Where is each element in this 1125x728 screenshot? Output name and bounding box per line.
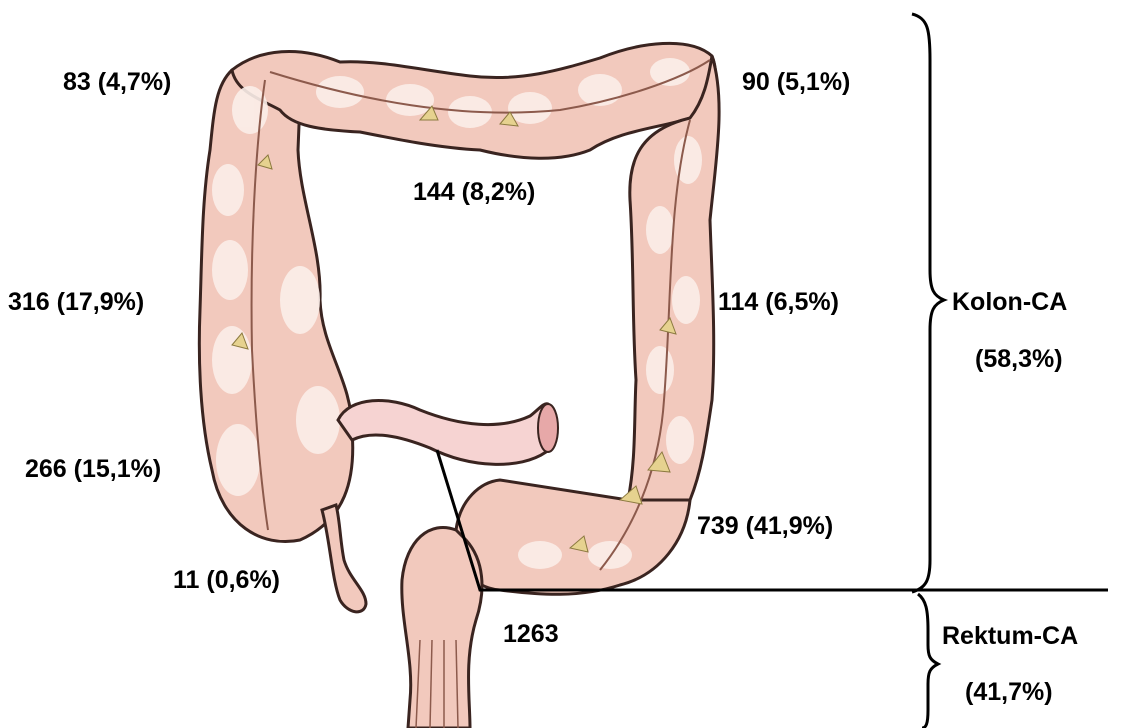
large-intestine bbox=[199, 43, 719, 594]
rectum-brace bbox=[918, 594, 938, 728]
hepatic-flexure-label: 83 (4,7%) bbox=[63, 68, 171, 96]
ileum-opening bbox=[538, 404, 558, 452]
transverse-colon-label: 144 (8,2%) bbox=[413, 178, 535, 206]
rectum-count-label: 1263 bbox=[503, 620, 559, 648]
colon-group-name: Kolon-CA bbox=[952, 288, 1067, 316]
appendix bbox=[322, 505, 366, 612]
cecum-label: 266 (15,1%) bbox=[25, 455, 161, 483]
colon-group-percent: (58,3%) bbox=[975, 345, 1063, 373]
colon-brace bbox=[912, 14, 944, 592]
sigmoid-colon-label: 739 (41,9%) bbox=[697, 512, 833, 540]
terminal-ileum bbox=[338, 401, 557, 465]
ascending-colon-label: 316 (17,9%) bbox=[8, 288, 144, 316]
rectum-group-name: Rektum-CA bbox=[942, 622, 1078, 650]
rectum-group-percent: (41,7%) bbox=[965, 678, 1053, 706]
descending-colon-label: 114 (6,5%) bbox=[718, 288, 839, 316]
appendix-label: 11 (0,6%) bbox=[173, 566, 280, 594]
splenic-flexure-label: 90 (5,1%) bbox=[742, 68, 850, 96]
